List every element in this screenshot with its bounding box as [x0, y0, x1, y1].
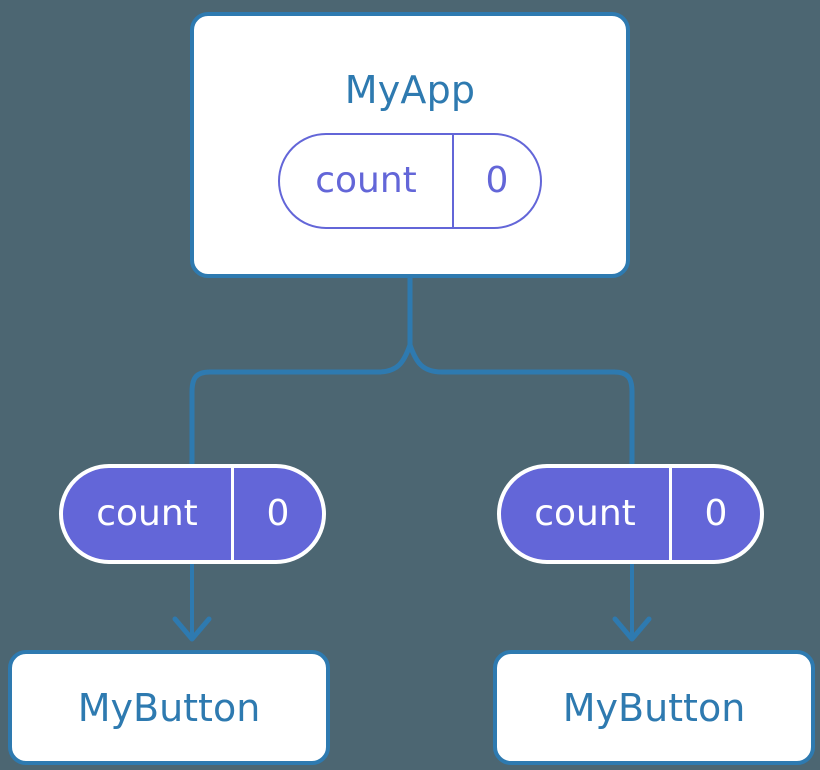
state-key-left: count: [63, 468, 234, 560]
branch-connector-right: [407, 344, 635, 480]
arrow-head-right-icon: [612, 616, 652, 642]
component-box-mybutton-left[interactable]: MyButton: [8, 650, 330, 765]
component-title-myapp: MyApp: [344, 68, 476, 112]
component-title-mybutton-left: MyButton: [77, 685, 261, 730]
state-value-left: 0: [266, 493, 290, 534]
state-value-right: 0: [704, 493, 728, 534]
branch-connector-left: [189, 344, 413, 480]
state-pill-myapp[interactable]: count 0: [278, 133, 542, 229]
state-key-right: count: [501, 468, 672, 560]
state-value-myapp: 0: [485, 160, 509, 201]
state-key-myapp: count: [280, 135, 454, 227]
state-pill-right[interactable]: count 0: [497, 464, 764, 564]
component-box-mybutton-right[interactable]: MyButton: [493, 650, 815, 765]
state-pill-left[interactable]: count 0: [59, 464, 326, 564]
arrow-head-left-icon: [172, 616, 212, 642]
component-title-mybutton-right: MyButton: [562, 685, 746, 730]
